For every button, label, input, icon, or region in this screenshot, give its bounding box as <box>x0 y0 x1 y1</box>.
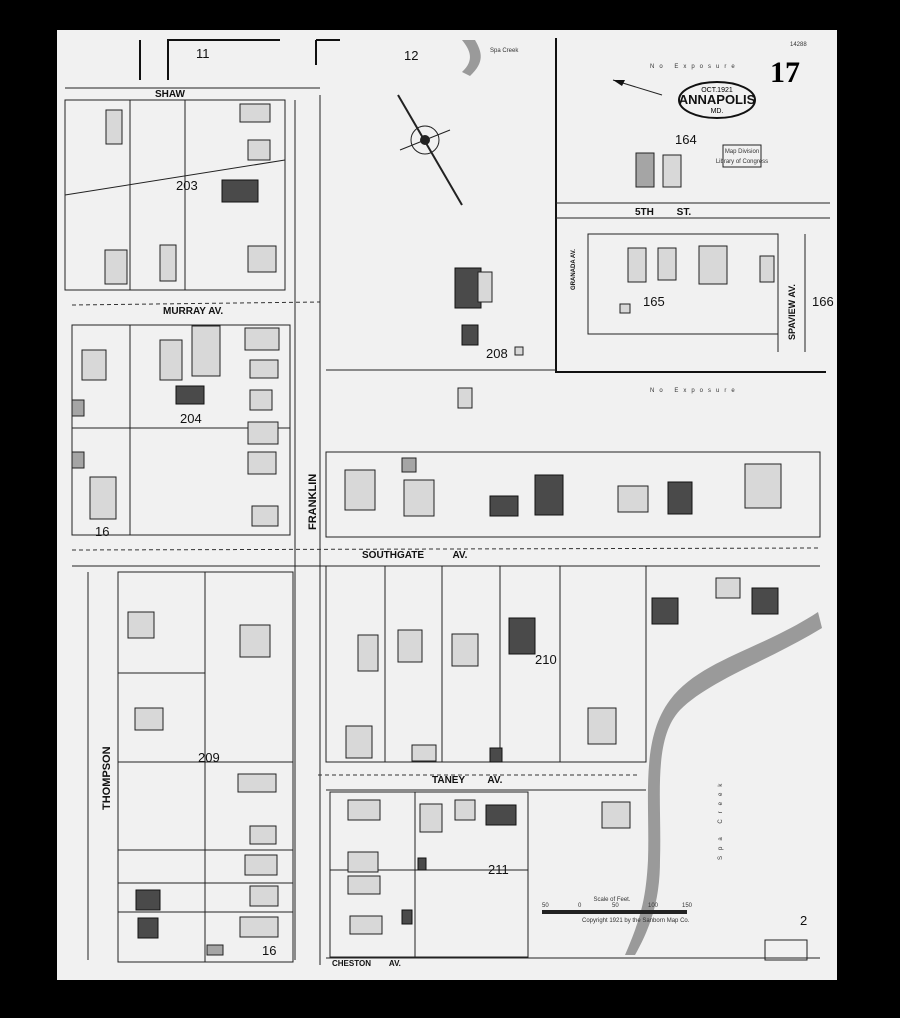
street-5th-st: 5TH ST. <box>635 207 691 218</box>
scale-tick: 100 <box>648 903 659 909</box>
street-thompson: THOMPSON <box>101 746 113 810</box>
inset-border <box>555 38 826 373</box>
block-211: 211 <box>488 862 509 877</box>
block-203: 203 <box>176 178 198 193</box>
stamp-line-1: Map Division <box>725 149 759 155</box>
library-stamp: Map Division Library of Congress <box>716 144 768 168</box>
received-stamp <box>764 939 808 961</box>
spa-creek-label-top: Spa Creek <box>490 48 519 54</box>
adjacent-sheet-166: 166 <box>812 294 834 309</box>
street-spaview-av: SPAVIEW AV. <box>787 284 797 340</box>
adjacent-sheet-11: 11 <box>196 46 210 61</box>
block-209: 208 <box>486 346 508 361</box>
adjacent-sheet-16-bottom: 16 <box>262 943 276 958</box>
street-cheston-av: CHESTON AV. <box>332 959 401 968</box>
street-southgate-av: SOUTHGATE AV. <box>362 550 468 561</box>
sheet-reference: 14288 <box>790 42 807 48</box>
corner-number: 2 <box>800 913 807 928</box>
title-date: OCT.1921 <box>701 87 733 94</box>
adjacent-sheet-16-left: 16 <box>95 524 109 539</box>
compass-rose-icon <box>397 94 463 206</box>
scale-tick: 50 <box>542 903 549 909</box>
spa-creek-right <box>625 612 822 955</box>
street-murray-av: MURRAY AV. <box>163 306 223 317</box>
street-shaw: SHAW <box>155 89 186 100</box>
street-franklin: FRANKLIN <box>307 474 319 530</box>
adjacent-sheet-12: 12 <box>404 48 418 63</box>
stamp-line-2: Library of Congress <box>716 159 768 165</box>
no-exposure-label: No Exposure <box>650 64 740 70</box>
north-arrow-icon <box>612 79 663 96</box>
scale-title: Scale of Feet. <box>593 897 630 903</box>
title-state: MD. <box>711 108 724 115</box>
scale-tick: 150 <box>682 903 693 909</box>
no-exposure-label-2: No Exposure <box>650 388 740 394</box>
title-cartouche: OCT.1921 ANNAPOLIS MD. <box>678 81 756 119</box>
scale-tick: 50 <box>612 903 619 909</box>
map-sheet <box>57 30 837 980</box>
title-city: ANNAPOLIS <box>679 92 756 107</box>
spa-creek-top <box>462 40 481 76</box>
scale-bar: Scale of Feet. 50 0 50 100 150 Copyright… <box>542 897 693 924</box>
block-210: 210 <box>535 652 557 667</box>
block-204: 204 <box>180 411 202 426</box>
street-taney-av: TANEY AV. <box>432 775 503 786</box>
copyright: Copyright 1921 by the Sanborn Map Co. <box>582 918 690 924</box>
block-208: 209 <box>198 750 220 765</box>
block-165: 165 <box>643 294 665 309</box>
spa-creek-label-right: Spa Creek <box>718 778 724 860</box>
street-granada-av: GRANADA AV. <box>571 249 577 290</box>
block-164: 164 <box>675 132 697 147</box>
scale-tick: 0 <box>578 903 582 909</box>
sheet-number: 17 <box>770 56 800 89</box>
